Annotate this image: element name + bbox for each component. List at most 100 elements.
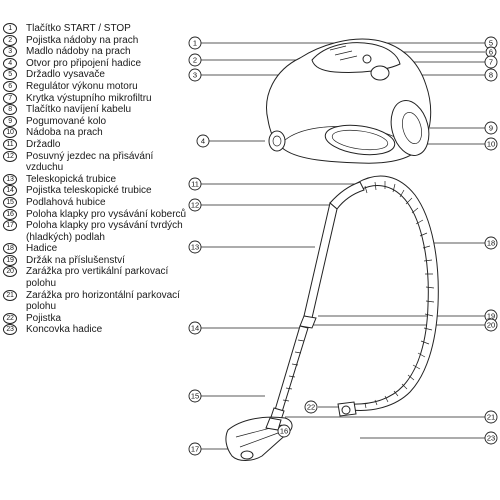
legend-number: 11 [3, 138, 17, 150]
callout-17: 17 [188, 442, 202, 456]
callout-23: 23 [484, 431, 498, 445]
legend-number: 15 [3, 196, 17, 208]
legend-text: Regulátor výkonu motoru [26, 80, 138, 92]
legend-number: 23 [3, 324, 17, 336]
legend-number: 22 [3, 312, 17, 324]
svg-text:4: 4 [201, 137, 205, 146]
svg-text:12: 12 [191, 201, 199, 210]
parts-legend: 1 Tlačítko START / STOP 2 Pojistka nádoby n… [3, 23, 193, 336]
legend-text: Držák na příslušenství [26, 254, 125, 266]
legend-text: Zarážka pro horizontální parkovací poloh… [26, 289, 180, 313]
svg-text:8: 8 [489, 71, 493, 80]
svg-text:21: 21 [487, 413, 495, 422]
legend-number: 6 [3, 80, 17, 92]
callout-6: 6 [485, 46, 497, 58]
svg-text:6: 6 [489, 48, 493, 57]
svg-text:16: 16 [280, 427, 288, 436]
svg-text:11: 11 [191, 180, 199, 189]
legend-text: Zarážka pro vertikální parkovací polohu [26, 266, 169, 290]
svg-text:9: 9 [489, 124, 493, 133]
legend-item: 7 Krytka výstupního mikrofiltru [3, 92, 193, 105]
legend-item: 21 Zarážka pro horizontální parkovací pol… [3, 289, 193, 313]
svg-text:20: 20 [487, 321, 495, 330]
legend-text: Poloha klapky pro vysávání koberců [26, 208, 187, 220]
legend-number: 16 [3, 208, 17, 220]
callout-21: 21 [484, 410, 498, 424]
legend-text: Tlačítko navíjení kabelu [26, 104, 132, 116]
legend-item: 1 Tlačítko START / STOP [3, 23, 193, 35]
legend-text: Koncovka hadice [26, 324, 103, 336]
legend-number: 21 [3, 289, 17, 301]
callout-14: 14 [188, 321, 202, 335]
svg-text:10: 10 [487, 140, 495, 149]
svg-text:23: 23 [487, 434, 495, 443]
legend-text: Posuvný jezdec na přisávání vzduchu [26, 150, 154, 174]
callout-15: 15 [188, 389, 202, 403]
hose-end [337, 401, 357, 417]
callout-11: 11 [188, 177, 202, 191]
svg-text:1: 1 [193, 39, 197, 48]
callout-18: 18 [484, 236, 498, 250]
callout-9: 9 [484, 121, 498, 135]
legend-item: 15 Podlahová hubice [3, 196, 193, 209]
legend-text: Držadlo vysavače [26, 69, 105, 81]
legend-text: Otvor pro připojení hadice [26, 57, 142, 69]
legend-item: 19 Držák na příslušenství [3, 254, 193, 267]
callout-20: 20 [484, 318, 498, 332]
hose [329, 175, 439, 411]
svg-text:14: 14 [191, 324, 199, 333]
callout-22: 22 [304, 400, 318, 414]
legend-item: 12 Posuvný jezdec na přisávání vzduchu [3, 150, 193, 174]
legend-text: Pogumované kolo [26, 115, 107, 127]
legend-text: Madlo nádoby na prach [26, 46, 131, 58]
callout-13: 13 [188, 240, 202, 254]
svg-text:2: 2 [193, 56, 197, 65]
legend-number: 13 [3, 173, 17, 185]
legend-text: Krytka výstupního mikrofiltru [26, 92, 152, 104]
callout-4: 4 [196, 134, 210, 148]
leader-lines [201, 42, 485, 450]
legend-item: 5 Držadlo vysavače [3, 69, 193, 81]
legend-item: 23 Koncovka hadice [3, 324, 193, 336]
svg-text:5: 5 [489, 39, 493, 48]
legend-number: 8 [3, 104, 17, 116]
floor-nozzle [225, 416, 293, 461]
legend-item: 16 Poloha klapky pro vysávání koberců [3, 208, 193, 221]
svg-text:15: 15 [191, 392, 199, 401]
legend-number: 17 [3, 220, 17, 232]
legend-text: Pojistka nádoby na prach [26, 34, 139, 46]
svg-text:22: 22 [307, 403, 315, 412]
legend-item: 8 Tlačítko navíjení kabelu [3, 104, 193, 116]
legend-item: 2 Pojistka nádoby na prach [3, 34, 193, 47]
legend-number: 20 [3, 266, 17, 278]
legend-number: 10 [3, 127, 17, 139]
telescopic-tube [270, 202, 338, 421]
vacuum-body [266, 38, 432, 164]
callout-1: 1 [188, 36, 202, 50]
legend-text: Podlahová hubice [26, 196, 106, 208]
legend-number: 5 [3, 69, 17, 81]
legend-number: 12 [3, 150, 17, 162]
legend-text: Nádoba na prach [26, 127, 103, 139]
legend-item: 10 Nádoba na prach [3, 127, 193, 139]
legend-number: 7 [3, 92, 17, 104]
callout-10: 10 [484, 137, 498, 151]
legend-text: Tlačítko START / STOP [26, 23, 131, 34]
legend-number: 1 [3, 23, 17, 34]
legend-number: 19 [3, 254, 17, 266]
callout-16: 16 [277, 424, 291, 438]
svg-text:3: 3 [193, 71, 197, 80]
svg-text:17: 17 [191, 445, 199, 454]
callout-2: 2 [188, 53, 202, 67]
legend-number: 2 [3, 34, 17, 46]
svg-text:13: 13 [191, 243, 199, 252]
